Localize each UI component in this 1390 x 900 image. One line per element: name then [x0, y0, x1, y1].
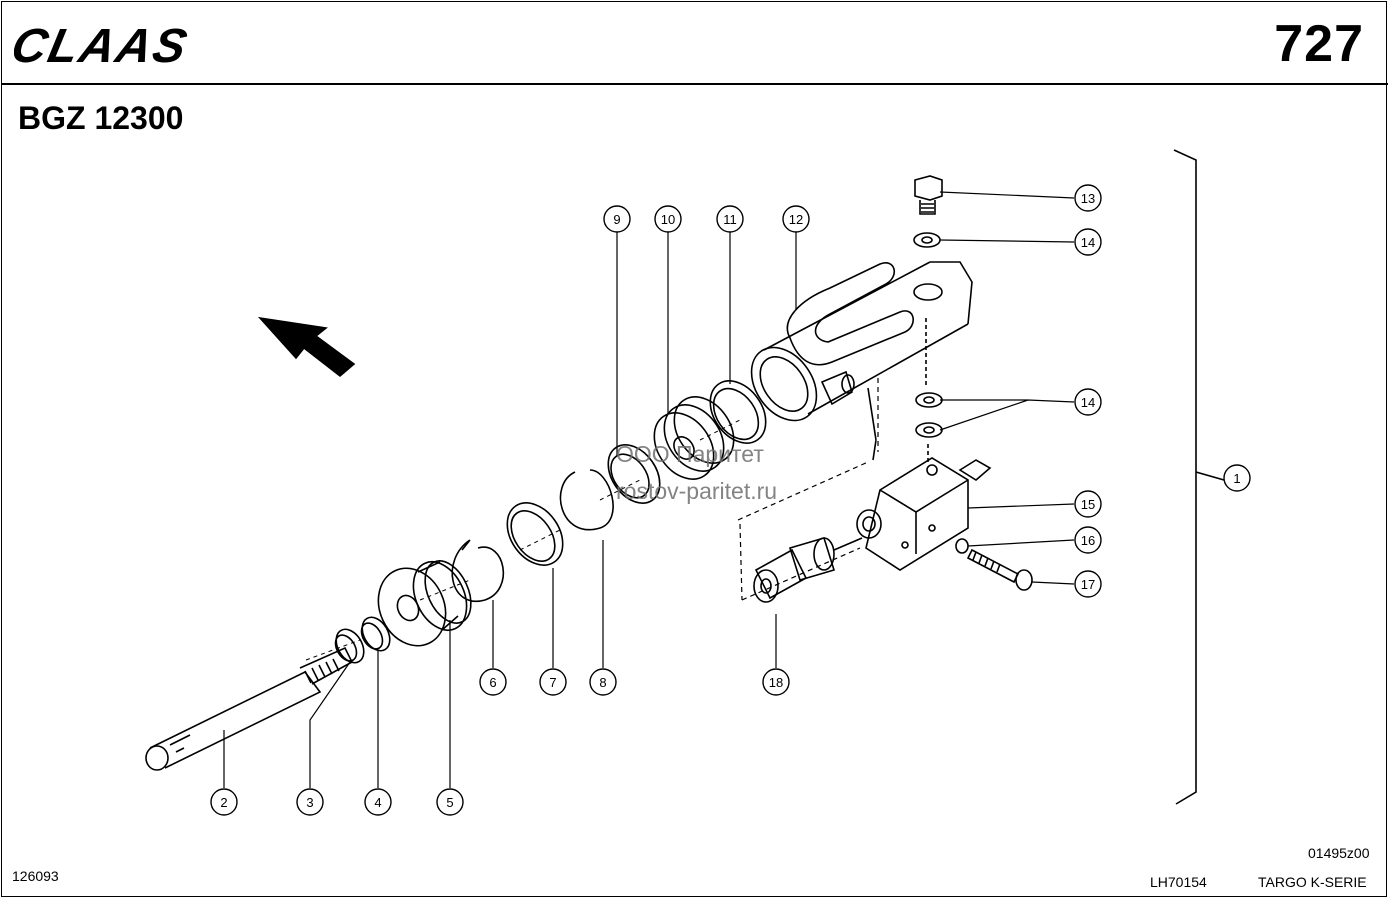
part-valve-block	[856, 457, 992, 571]
part-washer-16	[955, 538, 969, 554]
svg-text:3: 3	[306, 795, 313, 810]
callout-11: 11	[716, 205, 744, 233]
callout-15: 15	[1074, 490, 1102, 518]
svg-text:6: 6	[489, 675, 496, 690]
svg-text:13: 13	[1081, 191, 1095, 206]
part-o-ring	[709, 380, 767, 444]
part-washer-middle	[915, 392, 943, 408]
callout-9: 9	[603, 205, 631, 233]
footer-drawing-ref: 01495z00	[1308, 845, 1370, 861]
watermark-url: rostov-paritet.ru	[616, 478, 778, 504]
svg-text:12: 12	[789, 212, 803, 227]
callout-2: 2	[210, 788, 238, 816]
svg-text:15: 15	[1081, 497, 1095, 512]
callout-5: 5	[436, 788, 464, 816]
part-piston	[377, 560, 472, 647]
svg-text:10: 10	[661, 212, 675, 227]
part-snap-ring	[451, 539, 505, 603]
callout-1: 1	[1223, 464, 1251, 492]
group-bracket	[1173, 149, 1225, 805]
footer-doc-code: LH70154	[1150, 874, 1207, 890]
part-ring-7	[506, 502, 564, 566]
svg-text:14: 14	[1081, 395, 1095, 410]
svg-text:11: 11	[723, 212, 737, 227]
part-fitting	[753, 537, 863, 603]
svg-text:8: 8	[599, 675, 606, 690]
part-seal	[607, 444, 661, 504]
part-circlip	[559, 469, 614, 531]
direction-arrow-icon	[257, 316, 356, 378]
callout-18: 18	[762, 668, 790, 696]
callout-7: 7	[539, 668, 567, 696]
svg-text:14: 14	[1081, 235, 1095, 250]
callout-4: 4	[364, 788, 392, 816]
svg-text:7: 7	[549, 675, 556, 690]
drawing-title: BGZ 12300	[18, 100, 184, 136]
part-bolt	[914, 175, 943, 215]
callout-10: 10	[654, 205, 682, 233]
svg-text:5: 5	[446, 795, 453, 810]
part-washer-top	[913, 232, 941, 248]
svg-text:2: 2	[220, 795, 227, 810]
part-screw	[966, 548, 1033, 591]
callout-13: 13	[1074, 184, 1102, 212]
callout-14-lower: 14	[1074, 388, 1102, 416]
svg-text:16: 16	[1081, 533, 1095, 548]
callout-12: 12	[782, 205, 810, 233]
callout-14-top: 14	[1074, 228, 1102, 256]
part-washer-lower	[915, 422, 943, 438]
footer-left-code: 126093	[12, 868, 59, 884]
part-ring-3	[335, 628, 365, 664]
callout-6: 6	[479, 668, 507, 696]
svg-text:9: 9	[613, 212, 620, 227]
callout-16: 16	[1074, 526, 1102, 554]
svg-text:1: 1	[1233, 471, 1240, 486]
claas-logo-graphic: CLAAS	[7, 19, 194, 72]
callout-17: 17	[1074, 570, 1102, 598]
claas-logo-text: CLAAS	[14, 20, 193, 70]
footer-series: TARGO K-SERIE	[1258, 874, 1367, 890]
svg-text:18: 18	[769, 675, 783, 690]
callout-8: 8	[589, 668, 617, 696]
title-rule	[2, 83, 1388, 85]
part-guide	[653, 396, 735, 480]
svg-text:17: 17	[1081, 577, 1095, 592]
part-cylinder-barrel	[750, 261, 973, 461]
callout-3: 3	[296, 788, 324, 816]
part-piston-rod	[145, 646, 354, 771]
watermark-company: ООО Паритет	[616, 441, 764, 467]
svg-text:4: 4	[374, 795, 381, 810]
claas-logo: CLAAS	[7, 19, 244, 75]
page-number: 727	[1274, 15, 1364, 73]
